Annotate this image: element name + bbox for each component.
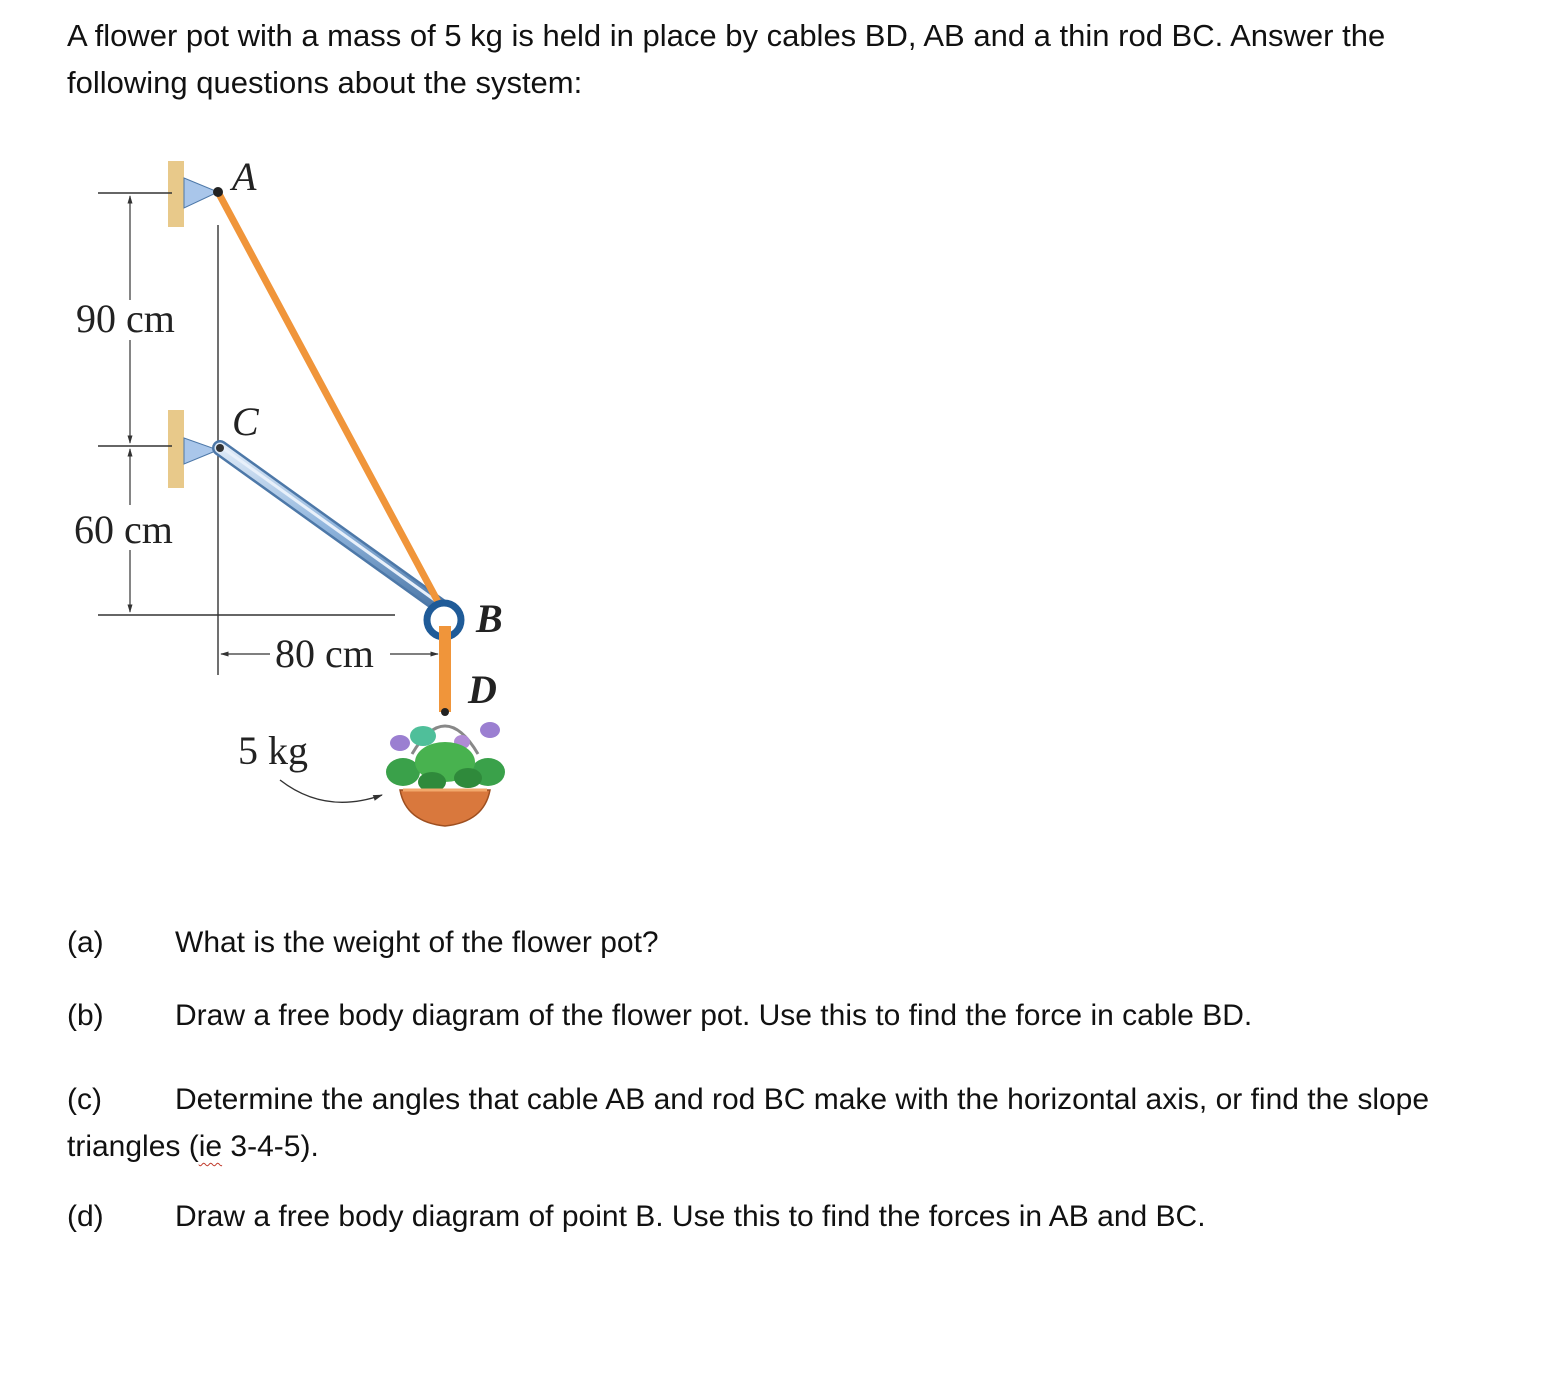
mass-pointer-arrow — [279, 779, 383, 803]
dimension-60cm-label: 60 cm — [74, 507, 173, 552]
question-d-tag: (d) — [67, 1200, 104, 1233]
question-c-tag: (c) — [67, 1083, 102, 1116]
question-a-text: What is the weight of the flower pot? — [175, 926, 659, 959]
question-c-text: Determine the angles that cable AB and r… — [67, 1083, 1430, 1163]
question-c-underlined: ie — [198, 1130, 223, 1163]
label-d: D — [467, 667, 497, 712]
flower-pot-icon — [386, 722, 505, 827]
dimension-90cm-label: 90 cm — [76, 296, 175, 341]
label-c: C — [232, 399, 260, 444]
dimension-80cm-label: 80 cm — [275, 631, 374, 676]
mass-label: 5 kg — [238, 728, 308, 773]
question-b-tag: (b) — [67, 999, 104, 1032]
label-a: A — [229, 154, 257, 199]
problem-statement: A flower pot with a mass of 5 kg is held… — [67, 18, 1386, 100]
wall-bracket-a — [168, 161, 184, 227]
question-a-tag: (a) — [67, 926, 104, 959]
pin-support-a-icon — [183, 177, 220, 209]
question-c-text-end: 3-4-5). — [222, 1130, 319, 1163]
question-c: (c)Determine the angles that cable AB an… — [67, 1076, 1487, 1170]
statics-figure: 90 cm 60 cm 80 cm A C B D 5 kg — [74, 154, 505, 827]
label-b: B — [475, 596, 503, 641]
joint-c — [216, 444, 224, 452]
question-b-text: Draw a free body diagram of the flower p… — [175, 999, 1253, 1032]
cable-ab — [214, 188, 448, 617]
wall-bracket-c — [168, 410, 184, 488]
joint-a — [213, 187, 223, 197]
question-d-text: Draw a free body diagram of point B. Use… — [175, 1200, 1206, 1233]
pin-support-c-icon — [183, 437, 220, 465]
joint-d — [441, 708, 449, 716]
